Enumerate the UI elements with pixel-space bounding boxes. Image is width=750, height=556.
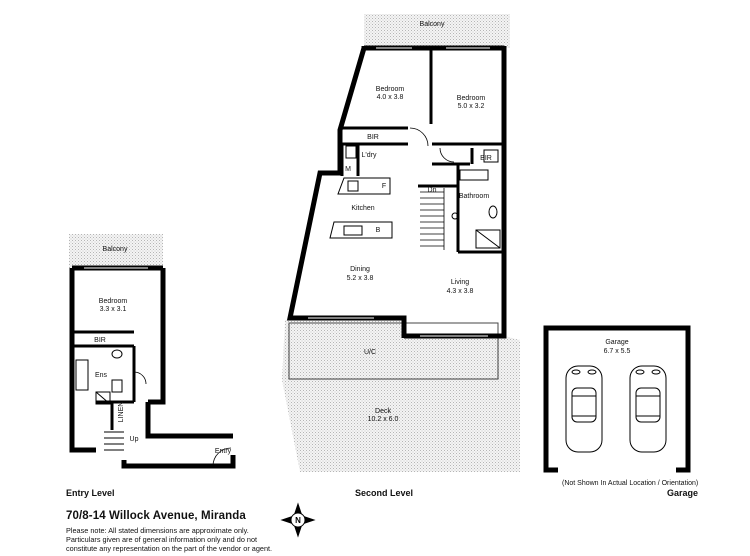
label-laundry: L'dry bbox=[362, 152, 377, 159]
balcony-entry-area bbox=[69, 234, 163, 268]
label-dn: Dn bbox=[428, 187, 437, 194]
disclaimer-line: Please note: All stated dimensions are a… bbox=[66, 526, 249, 535]
label-bedroom-1: Bedroom bbox=[376, 86, 405, 93]
label-uc: U/C bbox=[364, 349, 376, 356]
label-deck: Deck bbox=[375, 408, 391, 415]
entry-level-plan bbox=[69, 234, 236, 469]
label-b: B bbox=[376, 227, 381, 234]
second-level-plan bbox=[282, 14, 520, 472]
entry-level-caption: Entry Level bbox=[66, 488, 115, 498]
compass-icon: N bbox=[280, 502, 316, 538]
label-dining: Dining bbox=[350, 266, 370, 273]
label-garage-size: 6.7 x 5.5 bbox=[604, 348, 631, 355]
room-labels: Balcony Bedroom 4.0 x 3.8 Bedroom 5.0 x … bbox=[94, 21, 630, 455]
label-bedroom-2-size: 5.0 x 3.2 bbox=[458, 103, 485, 110]
label-bathroom: Bathroom bbox=[459, 193, 490, 200]
uc-outline bbox=[288, 322, 499, 380]
car-left bbox=[565, 365, 603, 453]
label-bedroom-3-size: 3.3 x 3.1 bbox=[100, 306, 127, 313]
label-bir-1: BIR bbox=[367, 134, 379, 141]
car-right bbox=[629, 365, 667, 453]
label-bir-2: BIR bbox=[480, 155, 492, 162]
deck-area bbox=[282, 320, 520, 472]
kitchen-island bbox=[329, 221, 393, 239]
label-m: M bbox=[345, 166, 351, 173]
label-up: Up bbox=[130, 436, 139, 443]
disclaimer-line: Particulars given are of general informa… bbox=[66, 535, 258, 544]
kitchen-back-bench bbox=[337, 177, 391, 195]
label-bedroom-2: Bedroom bbox=[457, 95, 486, 102]
label-garage: Garage bbox=[605, 339, 628, 346]
label-f: F bbox=[382, 183, 386, 190]
disclaimer-line: constitute any representation on the par… bbox=[66, 544, 273, 553]
label-living-size: 4.3 x 3.8 bbox=[447, 288, 474, 295]
disclaimer: Please note: All stated dimensions are a… bbox=[66, 526, 286, 553]
label-entry: Entry bbox=[215, 448, 232, 455]
label-living: Living bbox=[451, 279, 469, 286]
garage-caption: Garage bbox=[667, 488, 699, 498]
garage-plan bbox=[543, 325, 691, 473]
label-balcony-top: Balcony bbox=[420, 21, 445, 28]
label-kitchen: Kitchen bbox=[351, 205, 374, 212]
property-address-title: 70/8-14 Willock Avenue, Miranda bbox=[66, 510, 246, 522]
label-dining-size: 5.2 x 3.8 bbox=[347, 275, 374, 282]
label-bir-3: BIR bbox=[94, 337, 106, 344]
label-bedroom-3: Bedroom bbox=[99, 298, 128, 305]
label-linen: LINEN bbox=[118, 402, 125, 423]
compass-letter: N bbox=[295, 516, 301, 525]
garage-location-note: (Not Shown In Actual Location / Orientat… bbox=[562, 480, 699, 487]
second-level-caption: Second Level bbox=[355, 488, 414, 498]
label-ensuite: Ens bbox=[95, 372, 108, 379]
balcony-top-area bbox=[364, 14, 510, 48]
label-bedroom-1-size: 4.0 x 3.8 bbox=[377, 94, 404, 101]
label-balcony-entry: Balcony bbox=[103, 246, 128, 253]
label-deck-size: 10.2 x 6.0 bbox=[368, 416, 399, 423]
